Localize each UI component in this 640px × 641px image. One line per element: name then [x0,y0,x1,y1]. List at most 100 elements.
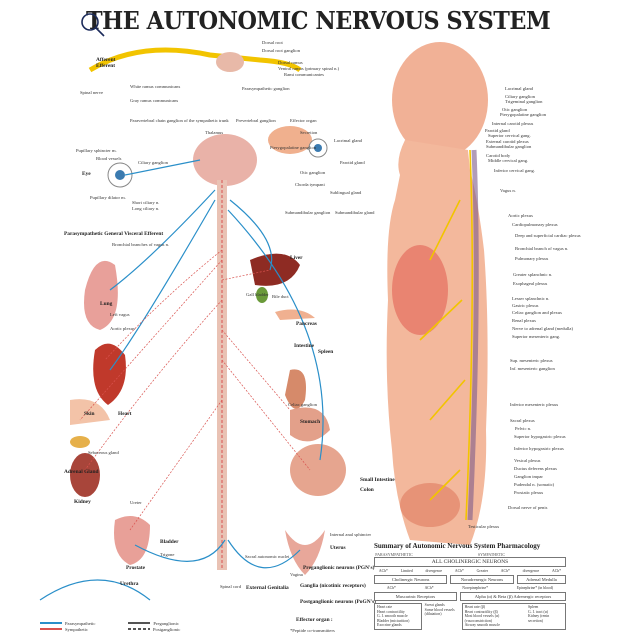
legend: Parasympathetic Preganglionic Sympatheti… [40,620,180,632]
anatomy-label: Carotid body [486,153,511,158]
anatomy-label: Ciliary ganglion [138,160,168,165]
effect: Heart contractility (β) [464,609,498,614]
anatomy-label: Chorda tympani [295,182,325,187]
anatomy-label: Pupillary dilator m. [90,195,126,200]
anatomy-label: Intestine [294,343,315,349]
noradrenergic-neurons: Noradrenergic Neurons [450,575,514,584]
ach-6: ACh* [424,586,434,590]
effect: Kidney (renin secretion) [528,614,550,623]
anatomy-label: Testicular plexus [468,524,500,529]
anatomy-label: Celiac ganglion [288,402,317,407]
ach-4: ACh* [551,569,562,573]
anatomy-label: Vagus n. [500,188,516,193]
anatomy-label: Kidney [74,499,91,505]
anatomy-label: Pterygopalatine ganglion [500,112,547,117]
anatomy-label: Spinal nerve [80,90,104,95]
anatomy-label: Dorsal ramus [278,60,303,65]
anatomy-label: Dorsal root [262,40,283,45]
anatomy-label: Heart [118,411,132,417]
anatomy-label: Blood vessels [96,156,122,161]
anatomy-label: Lacrimal gland [505,86,533,91]
anatomy-label: Rami communicantes [284,72,324,77]
effect: G. I. smooth muscle [377,614,408,619]
divergence-1: divergence [425,569,443,573]
effect: Heart rate [377,605,393,609]
ach-1: ACh* [378,569,388,573]
ach-2: ACh* [454,569,464,573]
anatomy-label: External Genitalia [246,585,289,591]
anatomy-label: *Peptide co-transmitters [290,628,335,633]
anatomy-label: Dorsal nerve of penis [508,505,548,510]
anatomy-label: Ventral ramus (primary spinal n.) [278,66,340,71]
anatomy-label: Trigeminal ganglion [505,99,543,104]
sympathetic-header: SYMPATHETIC [477,552,506,557]
preganglionic-line-icon [128,622,151,624]
anatomy-label: Afferent [96,57,116,63]
anatomy-label: Gray ramus communicans [130,98,179,103]
anatomy-label: Gall bladder [246,292,269,297]
anatomy-label: Sacral autonomic nuclei [245,554,290,559]
greater: Greater [476,569,489,573]
anatomy-label: Sacral plexus [510,418,535,423]
anatomy-label: Greater splanchnic n. [513,272,553,277]
anatomy-label: Deep and superficial cardiac plexus [515,233,581,238]
anatomy-label: Bronchial branch of vagus n. [515,246,569,251]
anatomy-label: Pelvic n. [515,426,532,431]
anatomy-label: Renal plexus [512,318,536,323]
anatomy-label: Left vagus [110,312,130,317]
anatomy-label: Preganglionic neurons (PGN's) [303,565,375,571]
anatomy-label: Stomach [300,419,321,425]
anatomy-label: Ureter [130,500,142,505]
anatomy-label: Prevertebral ganglion [236,118,276,123]
anatomy-label: Ganglion impar [514,474,543,479]
anatomy-label: Effector organ : [296,617,333,623]
anatomy-label: Vesical plexus [514,458,541,463]
anatomy-label: Otic ganglion [502,107,528,112]
anatomy-label: Vagina [290,572,303,577]
anatomy-label: Pupillary sphincter m. [76,148,117,153]
schematic [39,47,346,601]
anatomy-label: Superior mesenteric gang. [512,334,561,339]
anatomy-label: Prostate [126,565,146,571]
anatomy-label: Superior cervical gang. [488,133,531,138]
anatomy-label: Aortic plexus [508,213,533,218]
anatomy-label: Bronchial branches of vagus n. [112,242,170,247]
anatomy-label: Ganglia (nicotinic receptors) [300,583,366,589]
anatomy-label: Skin [84,411,95,417]
effect: Spleen [528,605,539,609]
anatomy-label: Esophageal plexus [513,281,548,286]
anatomy-label: Adrenal Gland [64,469,99,475]
adrenal-medulla: Adrenal Medulla [516,575,566,584]
anatomy-label: Uterus [330,545,346,551]
anatomy-label: Trigone [160,552,175,557]
anatomy-label: Ciliary ganglion [505,94,535,99]
adrenergic-effects: Heart rate (β) Heart contractility (β) M… [461,603,566,630]
cholinergic-neurons: Cholinergic Neurons [374,575,448,584]
anatomy-label: Inf. mesenteric ganglion [510,366,555,371]
anatomy-label: Pulmonary plexus [515,256,549,261]
sympathetic-line-icon [40,628,62,630]
summary-title: Summary of Autonomic Nervous System Phar… [374,542,541,550]
effect: Sweat glands [424,603,445,607]
anatomy-label: Cardiopulmonary plexus [512,222,558,227]
legend-postganglionic: Postganglionic [152,626,181,632]
anatomy-label: Efferent [96,63,116,69]
sweat-effects: Sweat glands Some blood vessels (dilatat… [425,603,459,630]
effect: Exocrine glands [377,623,402,628]
limited: Limited [400,569,413,573]
anatomy-label: Colon [360,487,374,493]
anatomy-label: Dorsal root ganglion [262,48,301,53]
divergence-2: divergence [522,569,540,573]
anatomy-label: White ramus communicans [130,84,181,89]
legend-parasympathetic: Parasympathetic [65,620,96,626]
anatomy-label: Parotid gland [485,128,510,133]
anatomy-label: Inferior hypogastric plexus [514,446,564,451]
epinephrine: Epinephrine* (in blood) [516,586,554,590]
poster-title: THE AUTONOMIC NERVOUS SYSTEM [86,6,551,35]
anatomy-label: Submandibular gland [335,210,375,215]
magnifier-icon[interactable] [80,12,106,38]
anatomy-label: Middle cervical gang. [488,158,529,163]
anatomy-label: Effector organ [290,118,317,123]
anatomy-label: Pterygopalatine ganglion [270,145,317,150]
anatomy-label: Lung [100,301,113,307]
